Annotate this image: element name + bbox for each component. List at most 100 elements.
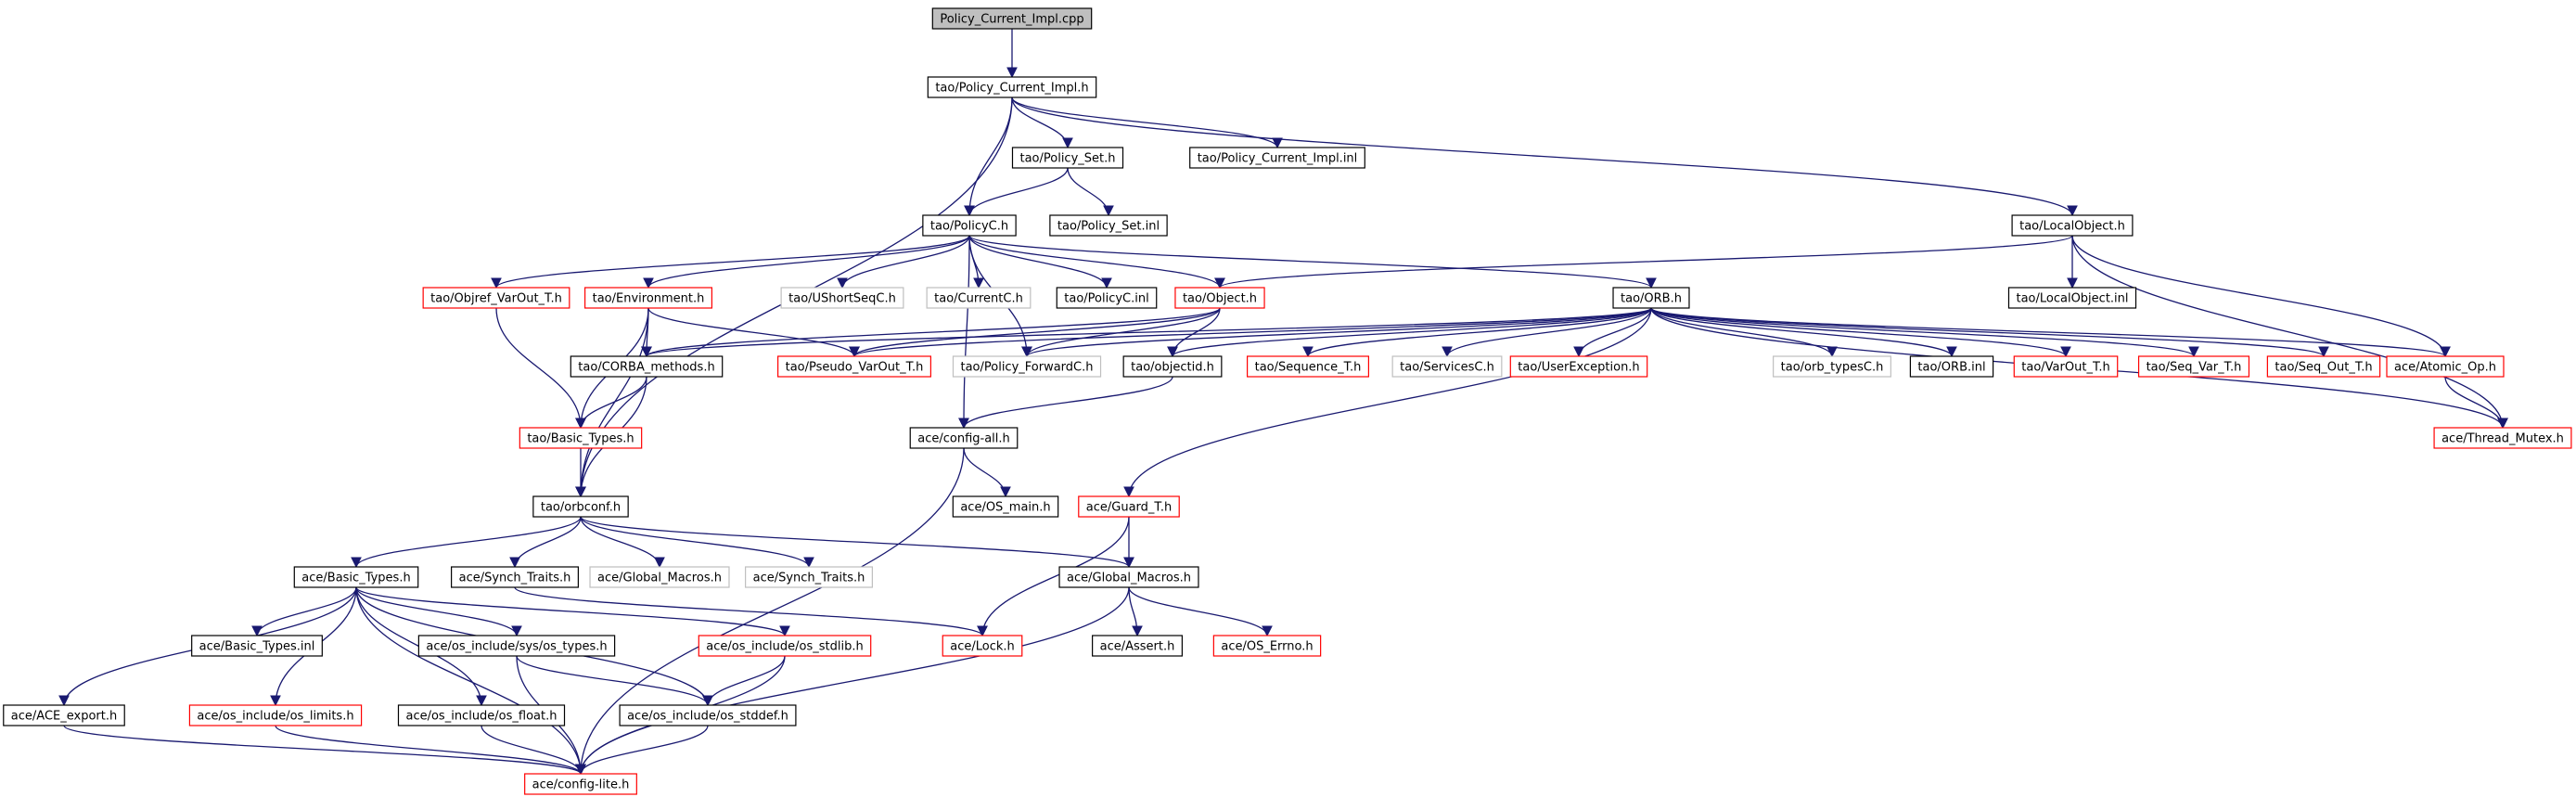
node-label: tao/orb_typesC.h — [1781, 361, 1884, 375]
node-box — [293, 566, 419, 588]
graph-node[interactable]: tao/LocalObject.inl — [2007, 287, 2137, 309]
graph-node[interactable]: ace/os_include/os_float.h — [397, 704, 566, 726]
graph-node[interactable]: ace/Global_Macros.h — [1058, 566, 1199, 588]
node-label: tao/CORBA_methods.h — [578, 361, 714, 375]
include-edge — [1650, 307, 1838, 358]
graph-node[interactable]: tao/LocalObject.h — [2011, 214, 2134, 237]
graph-node[interactable]: tao/Environment.h — [584, 287, 712, 309]
include-edge — [1650, 307, 2071, 358]
graph-node[interactable]: tao/Pseudo_VarOut_T.h — [777, 355, 931, 378]
node-label: ace/Basic_Types.inl — [199, 640, 315, 654]
graph-node[interactable]: ace/Assert.h — [1092, 635, 1183, 657]
graph-node[interactable]: tao/ServicesC.h — [1391, 355, 1503, 378]
node-box — [2137, 355, 2250, 378]
graph-node[interactable]: tao/UserException.h — [1509, 355, 1648, 378]
node-box — [422, 287, 570, 309]
node-label: ace/Assert.h — [1100, 640, 1175, 654]
node-label: tao/Policy_Current_Impl.inl — [1198, 152, 1358, 166]
node-box — [191, 635, 323, 657]
graph-node[interactable]: tao/Objref_VarOut_T.h — [422, 287, 570, 309]
node-box — [1056, 287, 1158, 309]
graph-node[interactable]: ace/OS_Errno.h — [1212, 635, 1322, 657]
graph-node[interactable]: tao/Policy_ForwardC.h — [952, 355, 1102, 378]
include-edge — [1302, 307, 1652, 358]
graph-node[interactable]: tao/Policy_Set.inl — [1049, 214, 1168, 237]
graph-node[interactable]: ace/config-lite.h — [524, 773, 637, 795]
graph-node[interactable]: tao/Policy_Set.h — [1011, 147, 1124, 169]
graph-node[interactable]: tao/ORB.inl — [1909, 355, 1994, 378]
node-label: tao/Basic_Types.h — [527, 432, 634, 446]
node-box — [2433, 427, 2572, 449]
graph-node[interactable]: tao/PolicyC.inl — [1056, 287, 1158, 309]
graph-node[interactable]: tao/objectid.h — [1122, 355, 1223, 378]
include-edge — [1167, 307, 1652, 358]
graph-node[interactable]: ace/Atomic_Op.h — [2386, 355, 2505, 378]
graph-node[interactable]: tao/Policy_Current_Impl.h — [927, 76, 1097, 98]
include-edge — [2444, 376, 2508, 430]
node-box — [2386, 355, 2505, 378]
graph-node[interactable]: ace/os_include/os_stddef.h — [619, 704, 797, 726]
node-box — [451, 566, 579, 588]
node-label: tao/Object.h — [1183, 292, 1257, 306]
include-edge — [355, 586, 586, 776]
node-label: tao/Objref_VarOut_T.h — [430, 292, 562, 306]
include-edge — [495, 307, 586, 430]
graph-node[interactable]: ace/Guard_T.h — [1078, 495, 1180, 518]
include-edge — [964, 96, 1013, 217]
node-box — [931, 7, 1093, 30]
node-label: ace/Thread_Mutex.h — [2441, 432, 2564, 446]
include-edge — [968, 235, 1657, 289]
graph-node[interactable]: ace/os_include/os_stdlib.h — [698, 635, 872, 657]
include-edge — [514, 586, 988, 637]
graph-node[interactable]: ace/Basic_Types.h — [293, 566, 419, 588]
include-edge — [491, 235, 970, 289]
graph-node[interactable]: tao/CurrentC.h — [926, 287, 1032, 309]
node-label: ace/os_include/os_float.h — [405, 710, 557, 724]
graph-node[interactable]: tao/CORBA_methods.h — [570, 355, 724, 378]
node-box — [519, 427, 643, 449]
node-box — [780, 287, 904, 309]
include-edge — [2071, 235, 2508, 430]
node-label: tao/ORB.inl — [1917, 361, 1985, 375]
graph-node[interactable]: tao/UShortSeqC.h — [780, 287, 904, 309]
include-edge — [1011, 96, 1283, 149]
node-label: tao/Sequence_T.h — [1255, 361, 1362, 375]
include-edge — [964, 167, 1069, 217]
graph-node[interactable]: tao/ORB.h — [1612, 287, 1690, 309]
include-edge — [575, 376, 647, 430]
include-edge — [63, 725, 586, 776]
node-box — [952, 355, 1102, 378]
include-edge — [1650, 307, 2451, 358]
graph-node[interactable]: ace/Synch_Traits.h — [451, 566, 579, 588]
graph-node[interactable]: tao/Policy_Current_Impl.inl — [1189, 147, 1365, 169]
graph-node[interactable]: ace/Synch_Traits.h — [745, 566, 873, 588]
graph-node[interactable]: ace/ACE_export.h — [3, 704, 125, 726]
graph-node[interactable]: ace/Thread_Mutex.h — [2433, 427, 2572, 449]
include-edge — [958, 235, 970, 430]
include-edge — [1573, 307, 1652, 358]
graph-node[interactable]: ace/Basic_Types.inl — [191, 635, 323, 657]
graph-node[interactable]: ace/os_include/sys/os_types.h — [417, 635, 616, 657]
graph-node[interactable]: tao/PolicyC.h — [922, 214, 1017, 237]
graph-node[interactable]: ace/Lock.h — [942, 635, 1023, 657]
include-edge — [958, 376, 1173, 430]
node-box — [1612, 287, 1690, 309]
node-box — [909, 427, 1019, 449]
graph-node[interactable]: tao/VarOut_T.h — [2013, 355, 2119, 378]
node-label: ace/os_include/os_stddef.h — [627, 710, 788, 724]
include-edge — [580, 516, 814, 569]
graph-node[interactable]: ace/config-all.h — [909, 427, 1019, 449]
node-box — [1049, 214, 1168, 237]
graph-node[interactable]: tao/orbconf.h — [532, 495, 629, 518]
graph-node[interactable]: tao/Object.h — [1174, 287, 1265, 309]
graph-node[interactable]: ace/Global_Macros.h — [589, 566, 730, 588]
graph-node[interactable]: tao/orb_typesC.h — [1773, 355, 1891, 378]
graph-node[interactable]: tao/Sequence_T.h — [1247, 355, 1369, 378]
graph-node[interactable]: ace/OS_main.h — [952, 495, 1059, 518]
include-edge — [575, 447, 965, 776]
graph-node[interactable]: tao/Basic_Types.h — [519, 427, 643, 449]
graph-node[interactable]: tao/Seq_Out_T.h — [2266, 355, 2381, 378]
graph-node[interactable]: tao/Seq_Var_T.h — [2137, 355, 2250, 378]
graph-node[interactable]: ace/os_include/os_limits.h — [188, 704, 363, 726]
